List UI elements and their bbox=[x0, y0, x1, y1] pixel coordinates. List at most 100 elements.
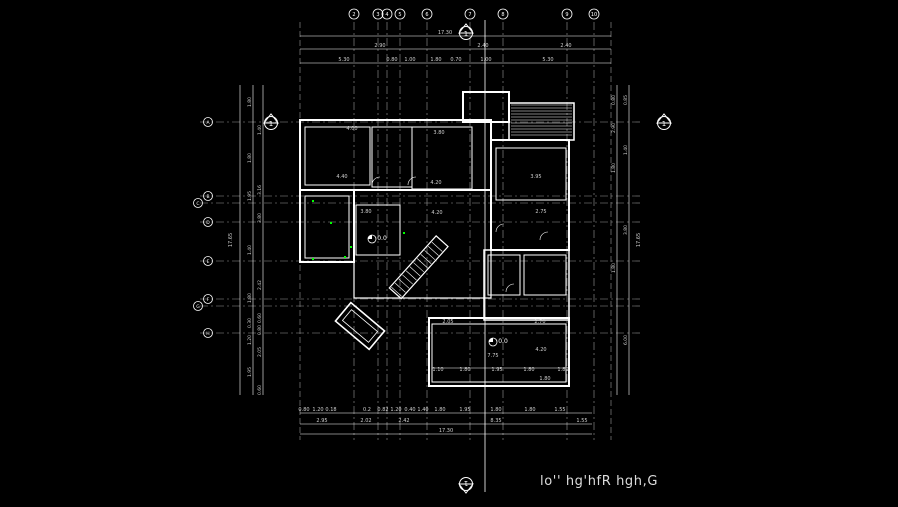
dim-text-top-row2: 2.40 bbox=[560, 43, 571, 49]
room-dim-label: 1.10 bbox=[432, 367, 443, 373]
svg-text:1: 1 bbox=[269, 120, 273, 128]
dim-text-bottom-row2: 1.55 bbox=[576, 418, 587, 424]
svg-text:1: 1 bbox=[662, 120, 666, 128]
grid-label-side: G bbox=[196, 304, 200, 310]
grid-label-side: F bbox=[207, 297, 210, 303]
level-text: 0.0 bbox=[498, 338, 508, 345]
wall-west-block bbox=[299, 189, 355, 263]
dim-text-left: 2.05 bbox=[257, 347, 263, 357]
dim-text-left: 0.60 bbox=[257, 313, 263, 323]
window-mark bbox=[330, 222, 332, 224]
dim-text-top-row3: 0.70 bbox=[450, 57, 461, 63]
grid-bubble-side bbox=[193, 198, 203, 208]
room-dim-label: 3.80 bbox=[360, 209, 371, 215]
grid-bubble-top bbox=[394, 8, 406, 20]
room-dim-label: 1.80 bbox=[557, 367, 568, 373]
room-dim-label: 1.80 bbox=[459, 367, 470, 373]
wall-southeast-block bbox=[483, 249, 570, 321]
door-swing bbox=[495, 223, 505, 233]
dim-text-bottom-row1: 0.18 bbox=[325, 407, 336, 413]
grid-label-top: 5 bbox=[398, 12, 401, 18]
dim-text-left: 0.60 bbox=[257, 385, 263, 395]
room-hall bbox=[355, 204, 401, 256]
svg-text:1: 1 bbox=[464, 30, 468, 38]
grid-bubble-top bbox=[561, 8, 573, 20]
dim-text-top-row3: 5.30 bbox=[338, 57, 349, 63]
dim-text-top-row3: 5.30 bbox=[542, 57, 553, 63]
grid-label-side: H bbox=[206, 331, 209, 337]
wall-south-block bbox=[428, 317, 570, 387]
dim-text-bottom-row1: 1.95 bbox=[459, 407, 470, 413]
dim-text-top-row3: 1.00 bbox=[480, 57, 491, 63]
dim-text-top-row3: 1.80 bbox=[430, 57, 441, 63]
dim-text-top-row3: 0.80 bbox=[386, 57, 397, 63]
dim-text-right: 1.40 bbox=[623, 145, 629, 155]
dim-text-right: 1.80 bbox=[611, 163, 617, 173]
wall-north-block bbox=[299, 119, 492, 191]
dim-text-right: 2.90 bbox=[611, 123, 617, 133]
dim-text-top-row3: 1.00 bbox=[404, 57, 415, 63]
stair-diagonal bbox=[388, 235, 449, 300]
window-mark bbox=[403, 232, 405, 234]
grid-bubble-top bbox=[588, 8, 600, 20]
dim-text-bottom-row2: 2.95 bbox=[316, 418, 327, 424]
grid-bubble-side bbox=[203, 217, 213, 227]
door-swing bbox=[505, 283, 515, 293]
level-symbol-fill bbox=[368, 235, 372, 239]
grid-label-top: 8 bbox=[501, 12, 504, 18]
room-bath-2 bbox=[487, 254, 521, 296]
bay-window bbox=[334, 301, 386, 351]
door-swing bbox=[371, 176, 381, 186]
dim-text-left: 1.80 bbox=[247, 153, 253, 163]
dim-text-bottom-row1: 1.80 bbox=[524, 407, 535, 413]
window-mark bbox=[312, 258, 314, 260]
grid-bubble-top bbox=[372, 8, 384, 20]
grid-bubble-side bbox=[203, 294, 213, 304]
dim-text-left: 1.20 bbox=[247, 335, 253, 345]
grid-label-side: E bbox=[207, 259, 210, 265]
level-symbol-fill bbox=[489, 338, 493, 342]
room-dim-label: 1.80 bbox=[523, 367, 534, 373]
grid-bubble-side bbox=[193, 301, 203, 311]
dim-text-right-overall: 17.65 bbox=[636, 233, 642, 247]
dim-text-bottom-row1: 0.82 bbox=[377, 407, 388, 413]
svg-text:1: 1 bbox=[464, 479, 468, 487]
grid-label-top: 3 bbox=[376, 12, 379, 18]
section-mark-left: 1 bbox=[262, 113, 280, 130]
room-dim-label: 2.70 bbox=[534, 319, 545, 325]
dim-text-bottom-row2: 8.35 bbox=[490, 418, 501, 424]
dim-text-left: 1.95 bbox=[247, 367, 253, 377]
grid-label-side: A bbox=[206, 120, 210, 126]
room-dim-label: 3.95 bbox=[530, 174, 541, 180]
window-mark bbox=[312, 200, 314, 202]
room-bedroom-3 bbox=[495, 147, 567, 201]
dim-text-top-overall: 17.30 bbox=[438, 30, 452, 36]
grid-bubble-side bbox=[203, 256, 213, 266]
dim-text-right: 0.80 bbox=[611, 95, 617, 105]
grid-label-top: 10 bbox=[591, 12, 597, 18]
dim-text-bottom-row1: 1.80 bbox=[490, 407, 501, 413]
grid-label-top: 6 bbox=[425, 12, 428, 18]
room-dim-label: 4.20 bbox=[431, 210, 442, 216]
room-dim-label: 2.05 bbox=[442, 319, 453, 325]
level-text: 0.0 bbox=[377, 235, 387, 242]
grid-bubble-top bbox=[497, 8, 509, 20]
grid-bubble-side bbox=[203, 191, 213, 201]
dim-text-bottom-row1: 0.2 bbox=[363, 407, 371, 413]
room-dim-label: 7.75 bbox=[487, 353, 498, 359]
dim-text-left-overall: 17.65 bbox=[228, 233, 234, 247]
grid-label-side: D bbox=[206, 220, 210, 226]
dim-text-right: 0.85 bbox=[623, 95, 629, 105]
dim-text-bottom-row1: 1.55 bbox=[554, 407, 565, 413]
grid-bubble-top bbox=[348, 8, 360, 20]
dim-text-bottom-row1: 1.80 bbox=[434, 407, 445, 413]
window-mark bbox=[350, 246, 352, 248]
dim-text-bottom-row1: 1.20 bbox=[390, 407, 401, 413]
grid-label-top: 7 bbox=[468, 12, 471, 18]
dim-text-right: 3.80 bbox=[623, 225, 629, 235]
grid-bubble-top bbox=[464, 8, 476, 20]
room-kitchen bbox=[523, 254, 567, 296]
dim-text-bottom-row1: 0.80 bbox=[298, 407, 309, 413]
drawing-caption: lo'' hg'hfR hgh,G bbox=[540, 474, 659, 489]
